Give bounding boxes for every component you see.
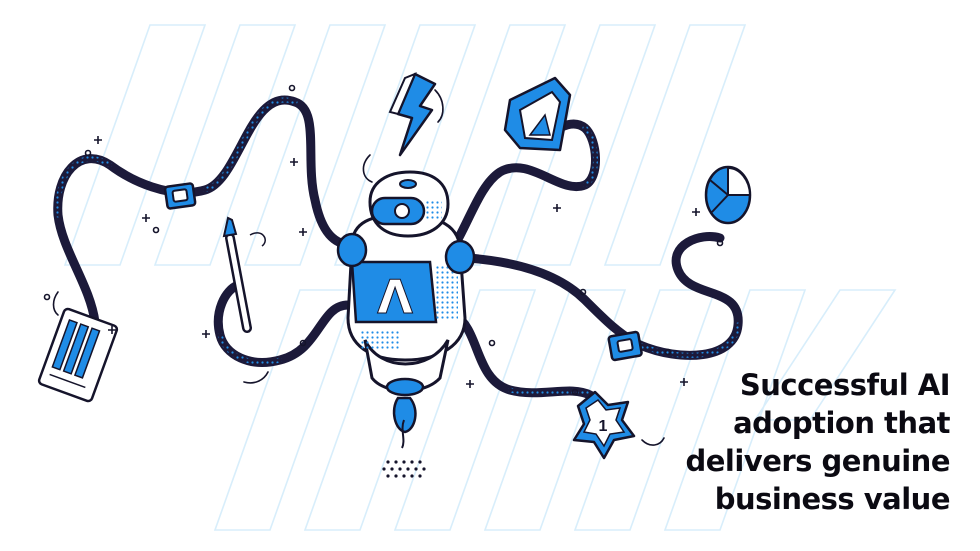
- square-link-icon: [163, 182, 197, 210]
- robot-chest-logo: Λ: [377, 270, 413, 324]
- robot-icon: Λ: [336, 170, 476, 478]
- tentacle-bottom-right: [450, 310, 602, 420]
- headline-line-2: adoption that: [733, 406, 950, 440]
- headline-line-3: delivers genuine: [685, 444, 950, 478]
- tentacle-dots: [55, 97, 741, 398]
- headline-line-1: Successful AI: [739, 368, 951, 402]
- pie-chart-icon: [704, 165, 752, 225]
- star-badge-number: 1: [599, 418, 608, 435]
- tentacle-top-right: [447, 119, 600, 255]
- lightning-bolt-icon: [388, 72, 437, 157]
- headline-line-4: business value: [714, 482, 951, 516]
- square-link-icon: [607, 330, 643, 362]
- headline: Successful AI adoption that delivers gen…: [650, 366, 950, 518]
- document-icon: [37, 307, 119, 403]
- paintbrush-icon: [222, 216, 266, 333]
- sparkle-decorations: [43, 84, 724, 396]
- motion-lines: [52, 89, 665, 446]
- monitor-icon: [503, 76, 572, 152]
- tentacle-left-upper: [53, 95, 357, 327]
- star-badge-icon: 1: [572, 390, 636, 460]
